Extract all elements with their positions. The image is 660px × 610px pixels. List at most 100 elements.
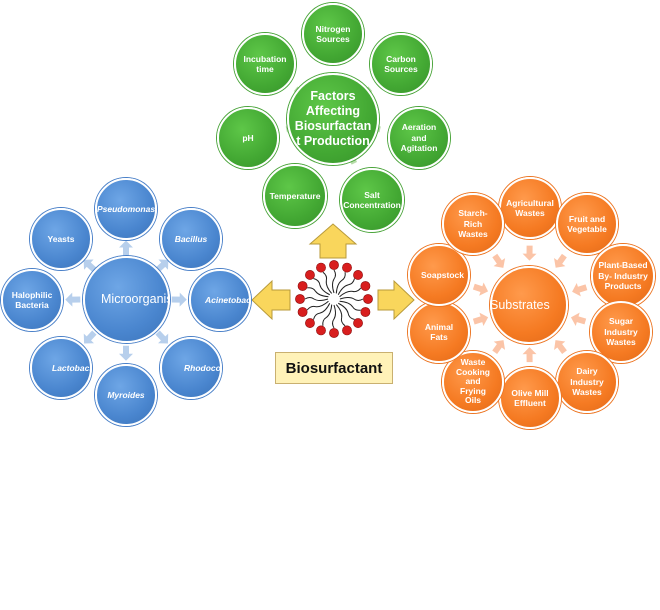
micro-label: Acinetobacter	[205, 294, 251, 305]
micelle-tail	[339, 297, 364, 301]
micro-label: Pseudomonas	[96, 203, 156, 214]
micro-connector-arrow	[155, 259, 169, 273]
substrate-node-fruit: Fruit and Vegetable	[556, 193, 618, 255]
factor-label: Carbon Sources	[384, 53, 418, 75]
micelle-head	[297, 281, 308, 291]
micelle-tail	[338, 302, 355, 320]
arrow-right-to-substrates	[377, 279, 415, 321]
micelle-tail	[322, 271, 333, 294]
substrate-connector-arrow	[572, 282, 588, 297]
micelle-tail	[307, 287, 329, 298]
micro-connector-arrow	[83, 259, 97, 273]
factors-center-node: Factors Affecting Biosurfactan t Product…	[287, 73, 379, 165]
micro-connector-arrow	[65, 292, 81, 307]
substrate-connector-arrow	[492, 253, 506, 268]
factor-label: Nitrogen Sources	[315, 23, 351, 45]
substrate-connector-arrow	[492, 340, 506, 354]
micelle-head	[342, 262, 352, 273]
substrate-label: Plant-Based By- Industry Products	[598, 260, 648, 292]
micelle-head	[360, 281, 371, 291]
micro-label: Myroides	[107, 389, 145, 400]
substrates-center-node: Substrates	[490, 266, 568, 344]
substrate-connector-arrow	[554, 340, 567, 354]
substrate-label: Starch- Rich Wastes	[458, 208, 488, 240]
factor-node-ph: pH	[217, 107, 279, 169]
micro-label: Yeasts	[47, 233, 75, 244]
micelle-tail	[339, 287, 362, 298]
factor-label: Incubation time	[243, 53, 287, 75]
substrate-node-frying-oils: Waste Cooking and Frying Oils	[442, 351, 504, 413]
factor-node-nitrogen: Nitrogen Sources	[302, 3, 364, 65]
micro-label: Lactobacillus	[52, 362, 92, 373]
micelle-head	[305, 270, 315, 280]
micelle-tail	[322, 304, 333, 326]
micro-node-bacillus: Bacillus	[160, 208, 222, 270]
micelle-tail	[332, 269, 336, 294]
micelle-tail	[335, 304, 346, 327]
substrate-connector-arrow	[472, 312, 489, 326]
substrate-connector-arrow	[472, 282, 489, 296]
substrates-center-label: Substrates	[490, 297, 550, 312]
substrate-node-agricultural: Agricultural Wastes	[499, 177, 561, 239]
micro-connector-arrow	[155, 330, 169, 344]
biosurfactant-label-box: Biosurfactant	[275, 352, 393, 384]
micelle-tail	[335, 272, 346, 294]
substrate-connector-arrow	[570, 312, 587, 327]
substrate-node-animal-fats: Animal Fats	[408, 301, 470, 363]
micro-connector-arrow	[119, 240, 133, 256]
micro-label: Halophilic Bacteria	[11, 289, 53, 311]
micelle-tail	[306, 300, 329, 311]
substrate-connector-arrow	[522, 347, 537, 363]
micelle-head	[316, 262, 326, 273]
factor-label: Aeration and Agitation	[400, 122, 438, 154]
micelle-head	[329, 328, 339, 338]
substrate-label: Olive Mill Effluent	[511, 387, 549, 409]
micelle-head	[353, 270, 363, 280]
micelle-tail	[337, 278, 355, 295]
biosurfactant-label: Biosurfactant	[285, 359, 383, 377]
factor-node-incubation: Incubation time	[234, 33, 296, 95]
arrow-up-to-factors	[308, 223, 358, 259]
substrate-node-starch: Starch- Rich Wastes	[442, 193, 504, 255]
micro-label: Bacillus	[174, 233, 208, 244]
micro-node-yeasts: Yeasts	[30, 208, 92, 270]
substrate-label: Sugar Industry Wastes	[604, 316, 638, 348]
substrate-label: Soapstock	[421, 269, 464, 280]
micelle-head	[360, 307, 371, 317]
micro-connector-arrow	[119, 345, 133, 361]
substrate-node-sugar: Sugar Industry Wastes	[590, 301, 652, 363]
microorganisms-center-node: Microorganisms	[83, 256, 170, 343]
substrate-connector-arrow	[522, 245, 537, 261]
micelle-head	[295, 294, 305, 304]
micelle-tail	[313, 303, 331, 320]
micelle-head	[316, 325, 326, 336]
micro-label: Rhodococcus	[184, 362, 221, 373]
factors-center-label: Factors Affecting Biosurfactan t Product…	[294, 89, 372, 148]
micelle-tail	[332, 304, 336, 329]
factor-node-aeration: Aeration and Agitation	[388, 107, 450, 169]
micro-node-rhodococcus: Rhodococcus	[160, 337, 222, 399]
factor-label: pH	[242, 132, 254, 143]
substrate-node-plant-based: Plant-Based By- Industry Products	[591, 244, 655, 308]
substrate-node-dairy: Dairy Industry Wastes	[556, 351, 618, 413]
substrate-node-olive: Olive Mill Effluent	[499, 367, 561, 429]
factor-label: Salt Concentration	[343, 189, 401, 211]
micro-node-acinetobacter: Acinetobacter	[189, 269, 251, 331]
micelle-tail	[313, 278, 330, 296]
factor-node-temperature: Temperature	[263, 164, 327, 228]
micro-node-pseudomonas: Pseudomonas	[95, 178, 157, 240]
arrow-left-to-microorganisms	[251, 279, 291, 321]
micro-node-myroides: Myroides	[95, 364, 157, 426]
micro-node-halophilic: Halophilic Bacteria	[1, 269, 63, 331]
micelle-head	[297, 307, 308, 317]
micelle-head	[342, 325, 352, 336]
microorganisms-center-label: Microorganisms	[101, 292, 168, 306]
substrate-connector-arrow	[554, 253, 567, 268]
micro-node-lactobacillus: Lactobacillus	[30, 337, 92, 399]
micro-connector-arrow	[83, 330, 97, 344]
factor-label: Temperature	[269, 190, 321, 201]
substrate-label: Dairy Industry Wastes	[570, 366, 604, 398]
micelle-tail	[339, 300, 361, 311]
substrate-label: Agricultural Wastes	[506, 197, 554, 219]
